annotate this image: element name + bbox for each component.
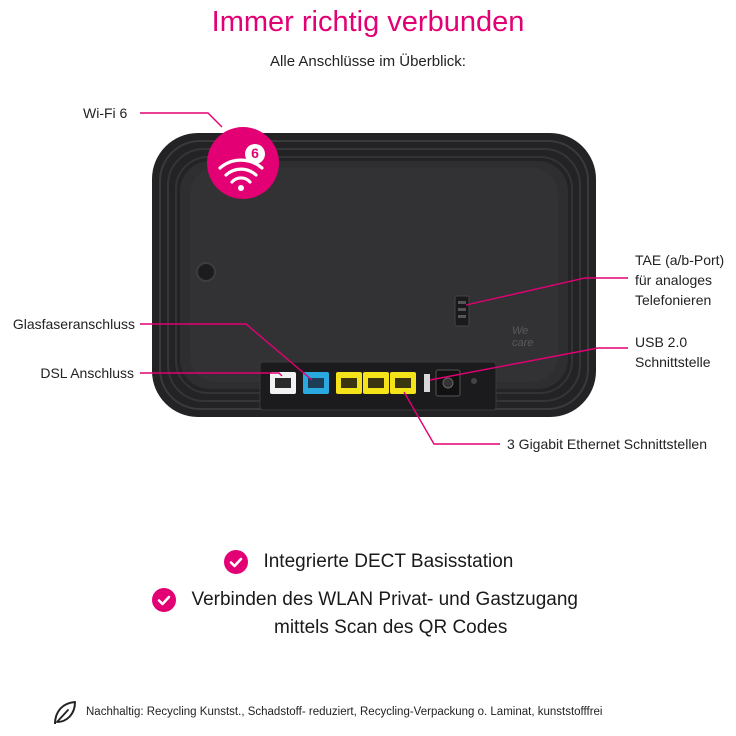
label-tae-line-1: TAE (a/b-Port) bbox=[635, 252, 725, 268]
logo-line-2: care bbox=[512, 337, 534, 349]
label-tae: TAE (a/b-Port) für analoges Telefonieren bbox=[635, 250, 724, 310]
leaf-icon bbox=[54, 701, 76, 725]
footer-sustainability-text: Nachhaltig: Recycling Kunstst., Schadsto… bbox=[86, 706, 603, 718]
we-care-logo: We care bbox=[512, 325, 533, 349]
logo-line-1: We bbox=[512, 325, 529, 337]
page-title: Immer richtig verbunden bbox=[211, 6, 525, 38]
feature-1-text: Integrierte DECT Basisstation bbox=[263, 551, 514, 572]
feature-1: Integrierte DECT Basisstation bbox=[224, 550, 513, 574]
label-usb-line-1: USB 2.0 bbox=[635, 334, 688, 350]
label-tae-line-2: für analoges bbox=[635, 272, 713, 288]
label-tae-line-3: Telefonieren bbox=[635, 292, 712, 308]
label-ethernet: 3 Gigabit Ethernet Schnittstellen bbox=[507, 436, 708, 452]
power-button bbox=[196, 262, 216, 282]
feature-2: Verbinden des WLAN Privat- und Gastzugan… bbox=[152, 588, 578, 612]
feature-2-text-line-2: mittels Scan des QR Codes bbox=[274, 617, 508, 638]
label-dsl: DSL Anschluss bbox=[40, 365, 134, 381]
wifi-icon bbox=[218, 158, 264, 184]
page-subtitle: Alle Anschlüsse im Überblick: bbox=[270, 53, 466, 70]
wifi-badge-number: 6 bbox=[251, 145, 259, 161]
label-fiber: Glasfaseranschluss bbox=[12, 316, 135, 332]
label-usb: USB 2.0 Schnittstelle bbox=[635, 332, 710, 372]
feature-2-text-line-1: Verbinden des WLAN Privat- und Gastzugan… bbox=[191, 589, 579, 610]
label-wifi: Wi-Fi 6 bbox=[83, 105, 128, 121]
wifi6-badge bbox=[207, 127, 279, 199]
check-icon bbox=[152, 588, 176, 612]
check-icon bbox=[224, 550, 248, 574]
usb-port bbox=[424, 374, 430, 392]
label-usb-line-2: Schnittstelle bbox=[635, 354, 711, 370]
